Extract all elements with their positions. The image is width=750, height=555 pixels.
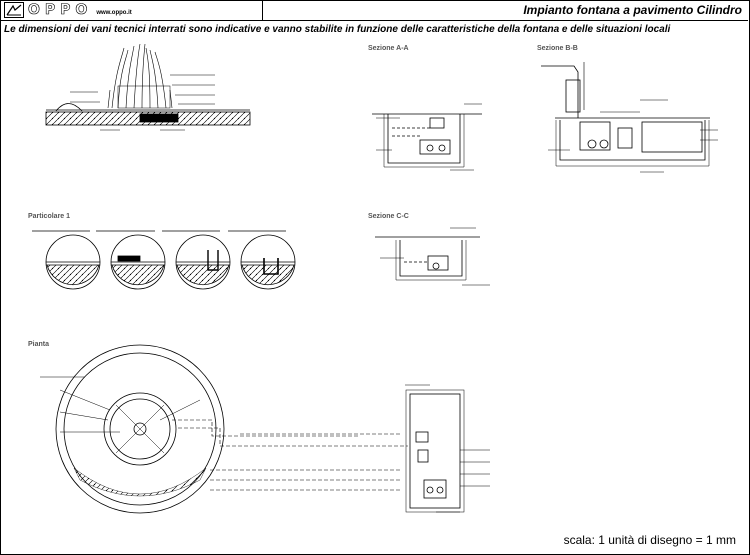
scale-note: scala: 1 unità di disegno = 1 mm bbox=[563, 533, 736, 547]
drawing-title: Impianto fontana a pavimento Cilindro bbox=[523, 3, 742, 17]
section-aa-label: Sezione A-A bbox=[368, 45, 409, 52]
section-cc-label: Sezione C-C bbox=[368, 213, 409, 220]
detail-circle-4 bbox=[228, 230, 296, 290]
detail-circle-2 bbox=[96, 230, 166, 290]
section-cc-drawing bbox=[375, 227, 490, 286]
logo-text: OPPO bbox=[28, 2, 93, 19]
detail-circle-1 bbox=[32, 230, 101, 290]
detail-circle-3 bbox=[162, 230, 231, 290]
fountain-elevation bbox=[45, 43, 251, 131]
section-bb-label: Sezione B-B bbox=[537, 45, 578, 52]
detail-1-label: Particolare 1 bbox=[28, 213, 71, 220]
title-block: OPPO www.oppo.it Impianto fontana a pavi… bbox=[0, 0, 748, 21]
header-divider bbox=[262, 0, 263, 20]
oppo-logo-icon bbox=[4, 2, 24, 18]
plan-drawing bbox=[40, 344, 490, 514]
section-aa-drawing bbox=[372, 103, 482, 171]
logo: OPPO www.oppo.it bbox=[4, 2, 132, 18]
plan-label: Pianta bbox=[28, 341, 50, 348]
logo-url: www.oppo.it bbox=[96, 10, 132, 16]
detail-1-drawings bbox=[32, 230, 296, 290]
section-bb-drawing bbox=[541, 62, 718, 173]
dimension-note: Le dimensioni dei vani tecnici interrati… bbox=[4, 24, 671, 35]
